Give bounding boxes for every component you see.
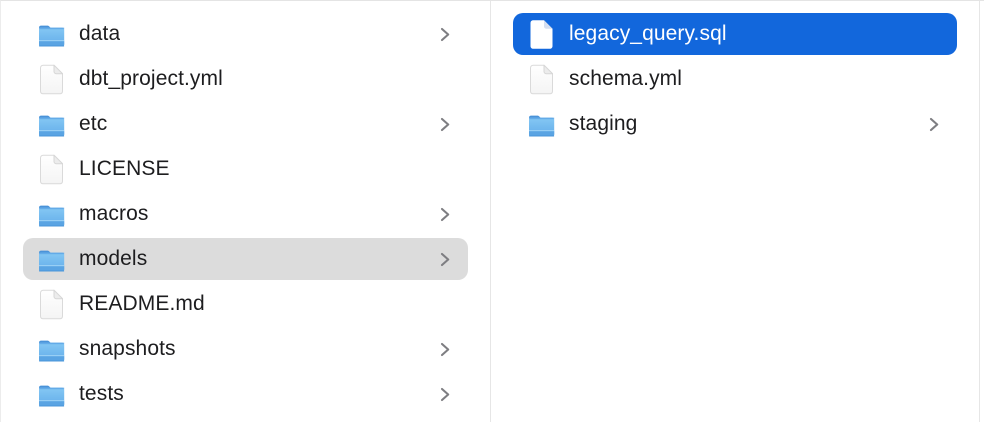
disclosure-chevron — [439, 340, 456, 359]
chevron-right-icon — [440, 342, 450, 356]
chevron-right-icon — [929, 117, 939, 131]
folder-icon — [39, 385, 65, 406]
item-label: schema.yml — [569, 67, 683, 90]
document-icon-box — [36, 63, 67, 96]
list-item-snapshots[interactable]: snapshots — [1, 328, 490, 372]
document-icon-box — [526, 63, 557, 96]
item-label: data — [79, 22, 121, 45]
item-label: LICENSE — [79, 157, 170, 180]
item-label: staging — [569, 112, 638, 135]
document-icon-box — [526, 18, 557, 51]
item-label: snapshots — [79, 337, 176, 360]
list-item-staging[interactable]: staging — [491, 103, 979, 147]
list-item-macros[interactable]: macros — [1, 193, 490, 237]
folder-icon — [39, 205, 65, 226]
folder-icon — [39, 250, 65, 271]
finder-column-right: legacy_query.sql schema.yml staging — [491, 1, 980, 422]
document-icon-box — [36, 153, 67, 186]
document-icon — [530, 19, 553, 49]
folder-icon — [39, 340, 65, 361]
chevron-right-icon — [440, 252, 450, 266]
disclosure-chevron — [439, 385, 456, 404]
row-selection-area[interactable]: tests — [23, 373, 468, 415]
row-selection-area[interactable]: legacy_query.sql — [513, 13, 957, 55]
list-item-readme-md[interactable]: README.md — [1, 283, 490, 327]
folder-icon-box — [36, 246, 67, 273]
document-icon — [40, 64, 63, 94]
folder-icon — [39, 115, 65, 136]
chevron-right-icon — [440, 117, 450, 131]
item-label: dbt_project.yml — [79, 67, 223, 90]
item-label: models — [79, 247, 148, 270]
document-icon-box — [36, 288, 67, 321]
item-label: etc — [79, 112, 108, 135]
folder-icon-box — [36, 381, 67, 408]
chevron-right-icon — [440, 27, 450, 41]
item-label: macros — [79, 202, 149, 225]
chevron-right-icon — [440, 207, 450, 221]
list-item-models[interactable]: models — [1, 238, 490, 282]
item-label: tests — [79, 382, 124, 405]
row-selection-area[interactable]: models — [23, 238, 468, 280]
disclosure-chevron — [928, 115, 945, 134]
finder-column-next-empty — [980, 1, 984, 422]
row-selection-area[interactable]: macros — [23, 193, 468, 235]
document-icon — [40, 154, 63, 184]
row-selection-area[interactable]: staging — [513, 103, 957, 145]
folder-icon — [39, 25, 65, 46]
folder-icon-box — [36, 21, 67, 48]
list-item-dbt-project-yml[interactable]: dbt_project.yml — [1, 58, 490, 102]
list-item-tests[interactable]: tests — [1, 373, 490, 417]
row-selection-area[interactable]: LICENSE — [23, 148, 468, 190]
list-item-license[interactable]: LICENSE — [1, 148, 490, 192]
row-selection-area[interactable]: snapshots — [23, 328, 468, 370]
item-label: README.md — [79, 292, 205, 315]
folder-icon-box — [526, 111, 557, 138]
chevron-right-icon — [440, 387, 450, 401]
list-item-data[interactable]: data — [1, 13, 490, 57]
row-selection-area[interactable]: dbt_project.yml — [23, 58, 468, 100]
folder-icon-box — [36, 201, 67, 228]
finder-column-left: data dbt_project.yml etc LICENSE macros … — [1, 1, 491, 422]
document-icon — [40, 289, 63, 319]
disclosure-chevron — [439, 25, 456, 44]
list-item-schema-yml[interactable]: schema.yml — [491, 58, 979, 102]
document-icon — [530, 64, 553, 94]
folder-icon-box — [36, 336, 67, 363]
row-selection-area[interactable]: etc — [23, 103, 468, 145]
list-item-legacy-query-sql[interactable]: legacy_query.sql — [491, 13, 979, 57]
row-selection-area[interactable]: data — [23, 13, 468, 55]
row-selection-area[interactable]: README.md — [23, 283, 468, 325]
folder-icon — [529, 115, 555, 136]
folder-icon-box — [36, 111, 67, 138]
disclosure-chevron — [439, 115, 456, 134]
item-label: legacy_query.sql — [569, 22, 727, 45]
row-selection-area[interactable]: schema.yml — [513, 58, 957, 100]
list-item-etc[interactable]: etc — [1, 103, 490, 147]
disclosure-chevron — [439, 205, 456, 224]
disclosure-chevron — [439, 250, 456, 269]
